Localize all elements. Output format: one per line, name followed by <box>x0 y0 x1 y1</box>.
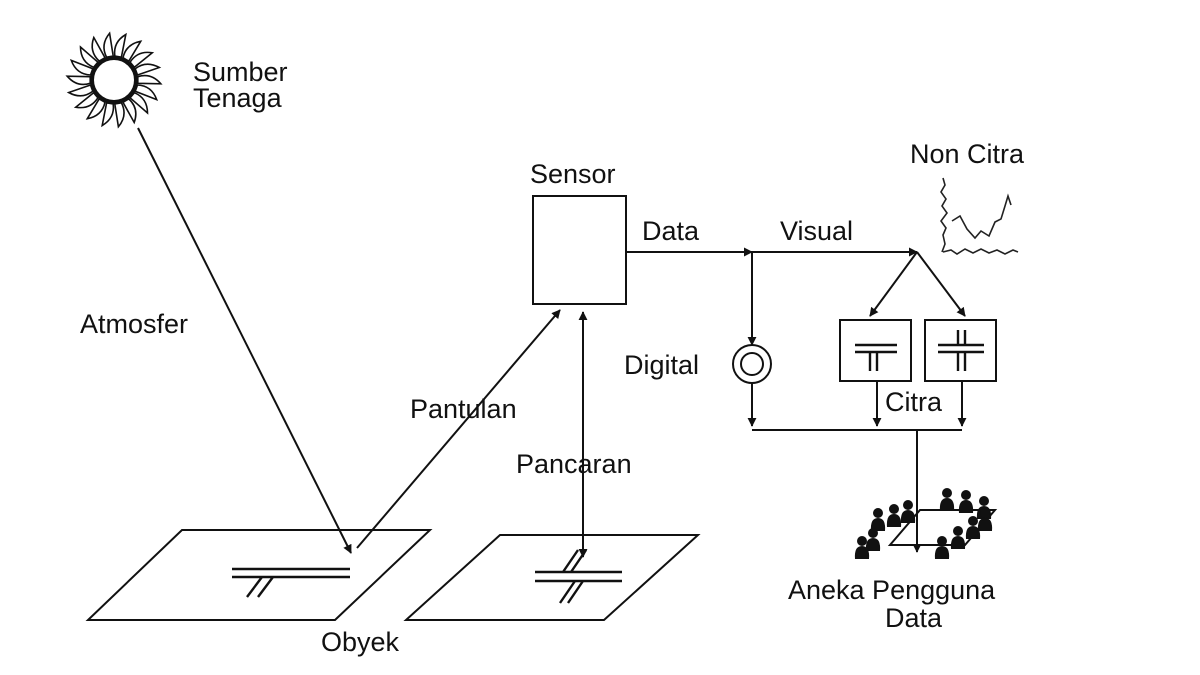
person-body <box>950 536 966 549</box>
person-head <box>903 500 913 510</box>
person-body <box>958 500 974 513</box>
person-head <box>980 508 990 518</box>
person-head <box>979 496 989 506</box>
sun-ray <box>91 35 107 63</box>
person-head <box>868 528 878 538</box>
person-head <box>961 490 971 500</box>
sensor-box <box>532 195 627 305</box>
object-label: Obyek <box>321 627 400 657</box>
sun-ray <box>113 101 125 129</box>
person-body <box>886 514 902 527</box>
person-head <box>942 488 952 498</box>
incoming-radiation-arrow <box>137 127 352 554</box>
person-head <box>968 516 978 526</box>
sun-ray <box>79 45 100 69</box>
non-image-label: Non Citra <box>910 139 1025 169</box>
branch-arrow-left <box>869 251 918 317</box>
sun-ray <box>69 59 94 76</box>
person-head <box>889 504 899 514</box>
person-body <box>965 526 981 539</box>
person-head <box>857 536 867 546</box>
sun-ray <box>134 63 162 77</box>
sun-ray <box>129 51 155 69</box>
sun-ray <box>128 91 149 115</box>
person-body <box>854 546 870 559</box>
object-plate-left <box>85 529 433 621</box>
image-label: Citra <box>885 387 943 417</box>
person-body <box>870 518 886 531</box>
person-body <box>977 518 993 531</box>
image-box-right <box>924 319 997 382</box>
sun-ray <box>134 84 159 101</box>
reflection-label: Pantulan <box>410 394 517 424</box>
person-body <box>934 546 950 559</box>
sun-ray <box>122 40 143 63</box>
people-group-icon <box>854 488 998 559</box>
sun-ray <box>137 74 163 85</box>
sun-icon <box>65 31 163 129</box>
users-label-line1: Aneka Pengguna <box>788 575 996 605</box>
users-label-line2: Data <box>885 603 943 633</box>
person-head <box>953 526 963 536</box>
person-body <box>939 498 955 511</box>
sun-ray <box>121 97 137 125</box>
emission-label: Pancaran <box>516 449 632 479</box>
branch-arrow-right <box>916 251 966 317</box>
data-label: Data <box>642 216 700 246</box>
energy-source-label-line1: Sumber <box>193 57 288 87</box>
sun-ray <box>103 31 115 59</box>
tape-reel-icon <box>732 344 772 384</box>
image-box-left <box>839 319 912 382</box>
visual-label: Visual <box>780 216 853 246</box>
sun-ray <box>85 97 106 120</box>
sun-ray <box>65 75 91 86</box>
sun-ray <box>113 32 127 59</box>
person-head <box>873 508 883 518</box>
object-plate-right <box>403 534 701 621</box>
reflection-arrow <box>356 309 561 549</box>
atmosphere-label: Atmosfer <box>80 309 188 339</box>
non-image-chart-icon <box>940 177 1019 255</box>
sun-ray <box>66 83 94 97</box>
person-head <box>937 536 947 546</box>
sun-ray <box>73 91 99 109</box>
sensor-label: Sensor <box>530 159 616 189</box>
energy-source-label-line2: Tenaga <box>193 83 283 113</box>
person-body <box>865 538 881 551</box>
digital-label: Digital <box>624 350 699 380</box>
person-body <box>900 510 916 523</box>
sun-ray <box>101 101 115 128</box>
